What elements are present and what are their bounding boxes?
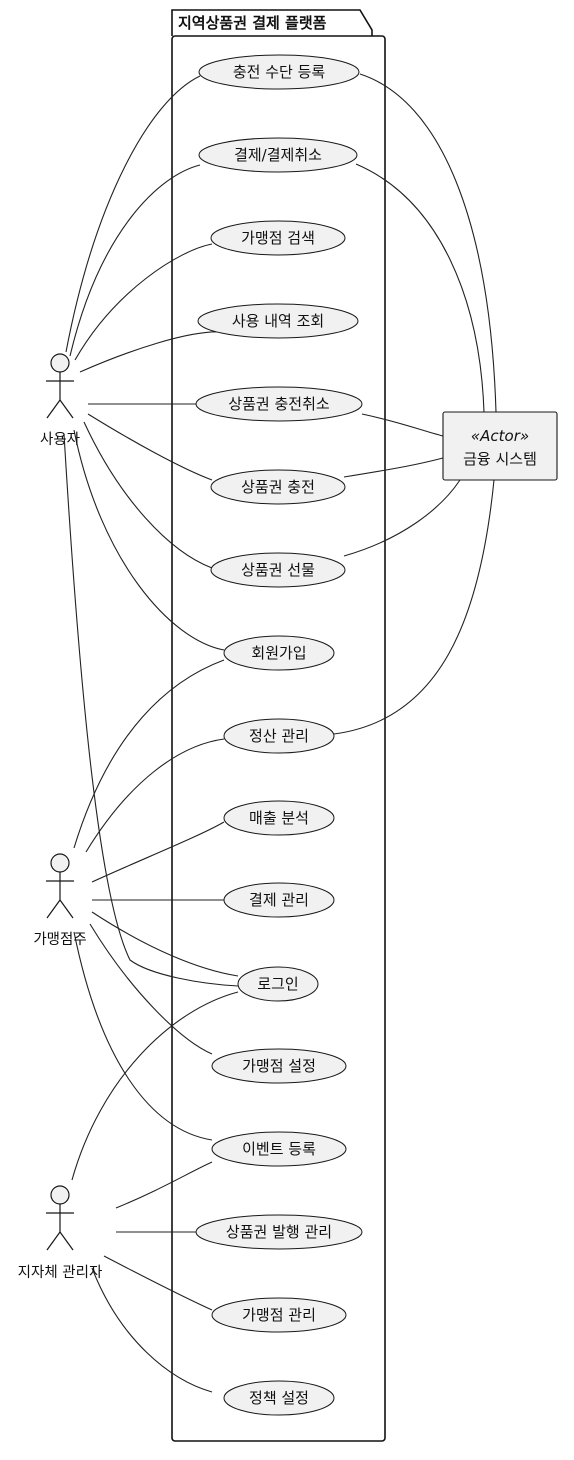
usecase-pay-manage: 결제 관리 <box>223 882 335 918</box>
usecase-label: 결제/결제취소 <box>234 146 322 164</box>
actor-finance-system: «Actor» 금융 시스템 <box>442 411 558 481</box>
usecase-label: 사용 내역 조회 <box>232 312 324 330</box>
usecase-label: 결제 관리 <box>249 891 309 909</box>
stick-figure-icon <box>46 1185 74 1251</box>
usecase-issue: 상품권 발행 관리 <box>195 1214 363 1250</box>
usecases: 충전 수단 등록 결제/결제취소 가맹점 검색 사용 내역 조회 상품권 충전취… <box>195 54 363 1416</box>
usecase-signup: 회원가입 <box>223 635 335 671</box>
usecase-label: 가맹점 설정 <box>242 1057 316 1075</box>
usecase-label: 정책 설정 <box>249 1389 309 1407</box>
usecase-label: 가맹점 관리 <box>242 1306 316 1324</box>
stick-figure-icon <box>46 853 74 919</box>
usecase-label: 상품권 선물 <box>241 561 315 579</box>
edge-merchant-event <box>73 931 213 1141</box>
edge-finance-settlement <box>333 479 495 735</box>
edge-admin-policy <box>91 1267 213 1393</box>
usecase-label: 회원가입 <box>251 644 306 662</box>
edge-merchant-settlement <box>85 738 225 853</box>
usecase-label: 상품권 발행 관리 <box>226 1223 332 1241</box>
usecase-login: 로그인 <box>237 966 319 1002</box>
usecase-label: 충전 수단 등록 <box>233 63 326 81</box>
usecase-history: 사용 내역 조회 <box>197 303 359 339</box>
usecase-label: 매출 분석 <box>249 809 309 827</box>
edge-finance-charge-cancel <box>361 413 444 437</box>
edge-user-signup <box>73 429 225 651</box>
edge-admin-login <box>71 991 239 1181</box>
stick-figure-icon <box>46 353 74 419</box>
actor-label: 금융 시스템 <box>463 450 537 468</box>
edge-finance-gift <box>343 479 461 557</box>
usecase-label: 상품권 충전 <box>241 478 315 496</box>
actor-merchant: 가맹점주 <box>33 853 87 948</box>
edge-user-charge <box>87 413 213 481</box>
edge-user-charge-register <box>65 75 201 353</box>
edge-user-store-search <box>74 243 213 361</box>
usecase-charge: 상품권 충전 <box>210 469 346 505</box>
usecase-store-search: 가맹점 검색 <box>210 220 346 256</box>
usecase-store-setting: 가맹점 설정 <box>211 1048 347 1084</box>
edge-merchant-sales <box>91 821 225 883</box>
edge-finance-charge <box>343 457 444 478</box>
actor-stereotype: «Actor» <box>471 427 529 445</box>
edge-admin-store-manage <box>103 1255 213 1311</box>
usecase-label: 이벤트 등록 <box>242 1140 316 1158</box>
usecase-charge-cancel: 상품권 충전취소 <box>195 386 363 422</box>
edge-user-gift <box>83 421 213 569</box>
usecase-label: 가맹점 검색 <box>241 229 315 247</box>
edge-user-history <box>79 331 223 373</box>
usecase-gift: 상품권 선물 <box>210 552 346 588</box>
edge-merchant-signup <box>73 659 225 849</box>
usecase-label: 정산 관리 <box>249 727 309 745</box>
usecase-charge-register: 충전 수단 등록 <box>198 54 360 90</box>
actor-label: 사용자 <box>40 431 80 448</box>
edge-user-payment <box>69 164 201 357</box>
actor-admin: 지자체 관리자 <box>18 1185 103 1281</box>
edge-user-login <box>63 433 239 987</box>
actor-label: 가맹점주 <box>33 931 86 948</box>
usecase-settlement: 정산 관리 <box>223 718 335 754</box>
association-lines <box>63 73 497 1393</box>
usecase-sales: 매출 분석 <box>223 800 335 836</box>
usecase-store-manage: 가맹점 관리 <box>211 1297 347 1333</box>
usecase-event: 이벤트 등록 <box>211 1131 347 1167</box>
usecase-label: 로그인 <box>257 975 298 993</box>
usecase-policy: 정책 설정 <box>223 1380 335 1416</box>
edge-finance-charge-register <box>359 73 497 413</box>
edge-merchant-store-setting <box>89 923 213 1055</box>
actor-label: 지자체 관리자 <box>18 1264 103 1281</box>
edge-admin-event <box>115 1161 213 1209</box>
edge-finance-payment <box>355 163 485 413</box>
usecase-label: 상품권 충전취소 <box>228 395 330 413</box>
actor-user: 사용자 <box>40 353 80 448</box>
edge-merchant-login <box>91 911 239 977</box>
usecase-payment: 결제/결제취소 <box>198 137 358 173</box>
package-title: 지역상품권 결제 플랫폼 <box>178 14 327 32</box>
